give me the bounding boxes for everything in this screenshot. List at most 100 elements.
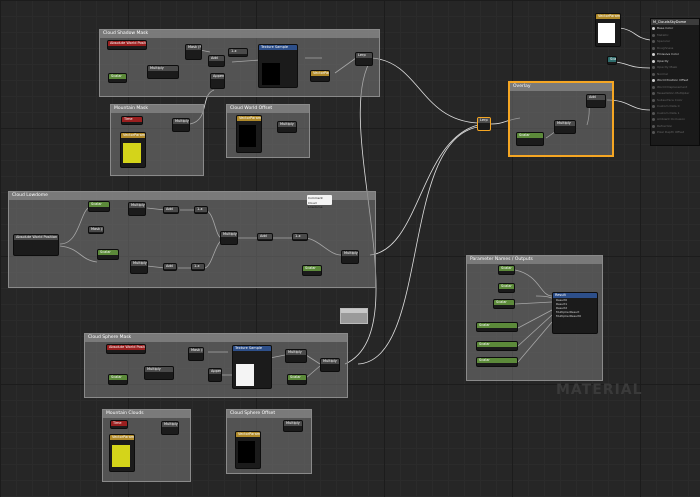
material-input-pin[interactable]: Custom Data 0 — [651, 103, 699, 110]
multiply-node[interactable]: Multiply — [128, 202, 146, 216]
multiply-node[interactable]: Multiply — [172, 118, 190, 132]
make-material-attributes-node[interactable]: Result Result0 Result1 Result2 Multiplie… — [552, 292, 598, 334]
vector-param-node[interactable]: VectorParam — [109, 434, 135, 472]
output-pin[interactable]: MultiplierResult — [556, 310, 580, 314]
material-input-pin[interactable]: Roughness — [651, 45, 699, 52]
vector-param-node[interactable]: VectorParam — [236, 115, 262, 153]
material-input-pin[interactable]: Refraction — [651, 123, 699, 130]
node-title: Multiply — [129, 203, 145, 208]
vector-param-node[interactable]: VectorParam — [120, 132, 146, 168]
scalar-node[interactable]: Scalar — [476, 357, 518, 367]
material-input-pin[interactable]: Emissive Color — [651, 51, 699, 58]
scalar-node[interactable]: Scalar — [302, 265, 322, 276]
append-node[interactable]: Append — [208, 368, 222, 382]
scalar-node[interactable]: Scalar — [287, 374, 307, 385]
scalar-node[interactable]: Scalar — [108, 374, 128, 385]
node-title: Time — [122, 117, 142, 122]
absolute-world-position-node[interactable]: Absolute World Position — [106, 344, 146, 354]
material-input-pin[interactable]: Metallic — [651, 32, 699, 39]
material-input-pin[interactable]: Pixel Depth Offset — [651, 129, 699, 136]
output-pin[interactable]: Result2 — [556, 306, 568, 310]
add-node[interactable]: Add — [163, 263, 177, 271]
add-node[interactable]: Add — [257, 233, 273, 241]
multiply-node[interactable]: Multiply — [277, 121, 297, 133]
material-input-pin[interactable]: Normal — [651, 71, 699, 78]
output-pin[interactable]: MultiplierResult0 — [556, 314, 582, 318]
node-title: 1-x — [229, 49, 247, 54]
lerp-node[interactable]: Lerp — [355, 52, 373, 66]
material-input-pin[interactable]: Specular — [651, 38, 699, 45]
vector-param-node[interactable]: VectorParam — [310, 70, 330, 82]
multiply-node[interactable]: Multiply — [161, 421, 179, 435]
color-preview — [239, 125, 256, 147]
material-input-pin[interactable]: Opacity Mask — [651, 64, 699, 71]
mask-node[interactable]: Mask (R) — [188, 347, 204, 361]
time-node[interactable]: Time — [121, 116, 143, 125]
scalar-node[interactable]: Scalar — [493, 299, 515, 309]
scalar-node[interactable]: Scalar — [476, 341, 518, 351]
comment-cloud-sphere-mask[interactable]: Cloud Sphere Mask — [84, 333, 348, 398]
node-title: Scalar — [517, 133, 543, 138]
scalar-node[interactable]: Scalar — [88, 201, 110, 212]
material-input-pin[interactable]: World Displacement — [651, 84, 699, 91]
node-title: Scalar — [89, 202, 109, 207]
multiply-node[interactable]: Multiply — [130, 260, 148, 274]
material-result-node[interactable]: M_CloudsSkyDome Base Color Metallic Spec… — [650, 18, 700, 146]
node-title: 1-x — [293, 234, 307, 239]
mask-node[interactable]: Mask (R) — [88, 226, 104, 234]
comment-title: Cloud Lowdome — [9, 192, 375, 200]
scalar-node[interactable]: Scalar — [108, 73, 127, 83]
add-node[interactable]: Add — [208, 55, 225, 67]
material-input-pin[interactable]: Base Color — [651, 25, 699, 32]
add-node[interactable]: Add — [586, 94, 606, 108]
node-title: Scalar — [477, 342, 517, 347]
node-title: Scalar — [499, 284, 514, 289]
texture-sample-node[interactable]: Texture Sample — [258, 44, 298, 88]
multiply-node[interactable]: Multiply — [283, 420, 303, 432]
node-title: Mask (R) — [189, 348, 203, 353]
node-title: Multiply — [321, 359, 339, 364]
multiply-node[interactable]: Multiply — [341, 250, 359, 264]
one-minus-node[interactable]: 1-x — [194, 206, 208, 214]
scalar-node[interactable]: Scalar — [97, 249, 119, 260]
floating-panel[interactable] — [340, 308, 368, 324]
mask-node[interactable]: Mask (R) — [185, 44, 202, 60]
add-node[interactable]: Add — [163, 206, 179, 214]
node-title: Add — [164, 207, 178, 212]
vector-param-node[interactable]: VectorParam — [595, 13, 621, 47]
material-input-pin[interactable]: Tessellation Multiplier — [651, 90, 699, 97]
multiply-node[interactable]: Multiply — [144, 366, 174, 380]
node-title: Multiply — [173, 119, 189, 124]
node-title: Mask (R) — [186, 45, 201, 50]
multiply-node[interactable]: Multiply — [285, 349, 307, 363]
multiply-node[interactable]: Multiply — [147, 65, 179, 79]
material-input-pin[interactable]: Subsurface Color — [651, 97, 699, 104]
lerp-node-selected[interactable]: Lerp — [477, 117, 491, 131]
node-title: Multiply — [284, 421, 302, 426]
one-minus-node[interactable]: 1-x — [228, 48, 248, 57]
scalar-node[interactable]: Scalar — [516, 132, 544, 146]
scalar-node[interactable]: Scalar — [476, 322, 518, 332]
multiply-node[interactable]: Multiply — [554, 120, 576, 134]
material-input-pin[interactable]: Ambient Occlusion — [651, 116, 699, 123]
one-minus-node[interactable]: 1-x — [292, 233, 308, 241]
multiply-node[interactable]: Multiply — [220, 231, 238, 245]
node-title: Scalar — [109, 74, 126, 79]
absolute-world-position-node[interactable]: Absolute World Position — [13, 234, 59, 256]
absolute-world-position-node[interactable]: Absolute World Position — [107, 40, 147, 50]
scalar-node[interactable]: Scalar — [498, 283, 515, 293]
material-input-pin[interactable]: Custom Data 1 — [651, 110, 699, 117]
material-input-pin[interactable]: World Position Offset — [651, 77, 699, 84]
scalar-node[interactable]: Scalar — [498, 265, 515, 275]
time-node[interactable]: Time — [110, 420, 128, 429]
append-node[interactable]: Append — [210, 73, 225, 89]
output-pin[interactable]: Result0 — [556, 298, 568, 302]
one-minus-node[interactable]: 1-x — [191, 263, 205, 271]
scalar-node[interactable]: Scalar — [607, 56, 617, 65]
output-pin[interactable]: Result1 — [556, 302, 568, 306]
material-input-pin[interactable]: Opacity — [651, 58, 699, 65]
texture-sample-node[interactable]: Texture Sample — [232, 345, 272, 389]
multiply-node[interactable]: Multiply — [320, 358, 340, 372]
vector-param-node[interactable]: VectorParam — [235, 431, 261, 469]
